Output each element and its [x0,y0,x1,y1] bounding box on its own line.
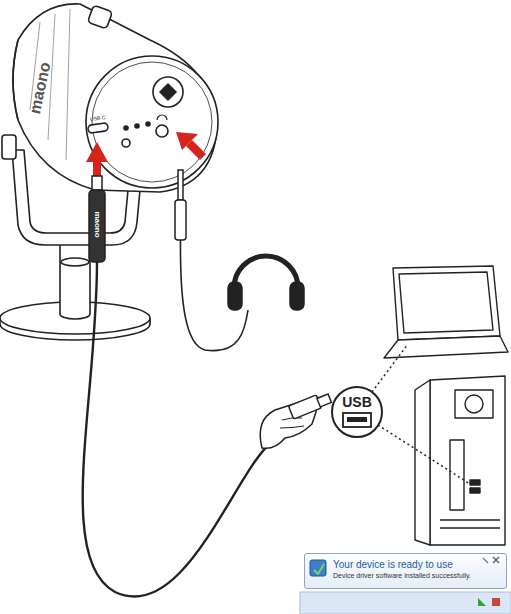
usb-port [470,480,480,485]
slot [440,527,500,528]
usb-callout: USB [331,386,383,438]
indicator-dot [135,124,139,128]
cable-brand: maono [93,211,102,237]
stand-stem [60,235,90,319]
pc-side [415,380,430,545]
leader-line [378,425,470,484]
mic-rear-edge [13,40,18,120]
fan [465,395,483,413]
popup-heading: Your device is ready to use [333,558,502,571]
device-icon [310,560,326,576]
usb-c-tip [92,176,102,190]
grille-line [66,9,70,160]
pc-tower [430,376,505,545]
arrow-head [176,132,198,150]
headband [234,256,298,288]
leader-line [372,344,408,392]
popup-message: Device driver software installed success… [333,571,502,581]
port-label: USB [342,395,372,409]
taskbar [300,592,511,614]
slot [440,519,500,520]
power-supply [455,390,493,418]
headphone-cable [180,240,248,351]
pin-icon [483,558,488,563]
brand-logo: maono [26,60,55,115]
laptop-base [384,336,508,358]
arrow-head [86,142,108,162]
earcup [290,282,304,310]
mic-front-ring [92,62,212,182]
usb-c-port [88,123,109,134]
side-knob [2,135,16,159]
stem-ring [61,258,89,266]
usb-port-contact [347,417,367,422]
top-knob [88,5,113,29]
jack-tip [178,170,183,200]
usb-c-plug [89,190,105,262]
usb-port-symbol [343,413,371,427]
mic-logo [160,84,176,100]
laptop-display [399,272,493,333]
mic-logo-ring [153,77,183,107]
usb-cable [83,262,272,597]
finger-line [280,426,304,428]
close-icon [493,557,499,563]
finger-line [282,418,302,420]
usb-port [470,488,480,493]
usb-a-tip [317,394,331,407]
mute-button [122,139,130,147]
mic-front-face [86,56,218,188]
indicator-dot [146,122,150,126]
tray-icon [478,598,486,606]
indicator-dot [124,126,128,130]
headphone-jack [156,125,168,137]
mic-body [13,4,217,192]
port-label: USB C [89,114,105,122]
laptop-screen [393,266,500,340]
tray-icon [492,598,500,606]
io-panel [450,440,464,510]
headphone-icon [157,115,167,120]
notification-popup: Your device is ready to useDevice driver… [304,553,507,589]
jack-plug [175,200,186,240]
earcup [228,282,242,310]
device-check [314,564,324,574]
